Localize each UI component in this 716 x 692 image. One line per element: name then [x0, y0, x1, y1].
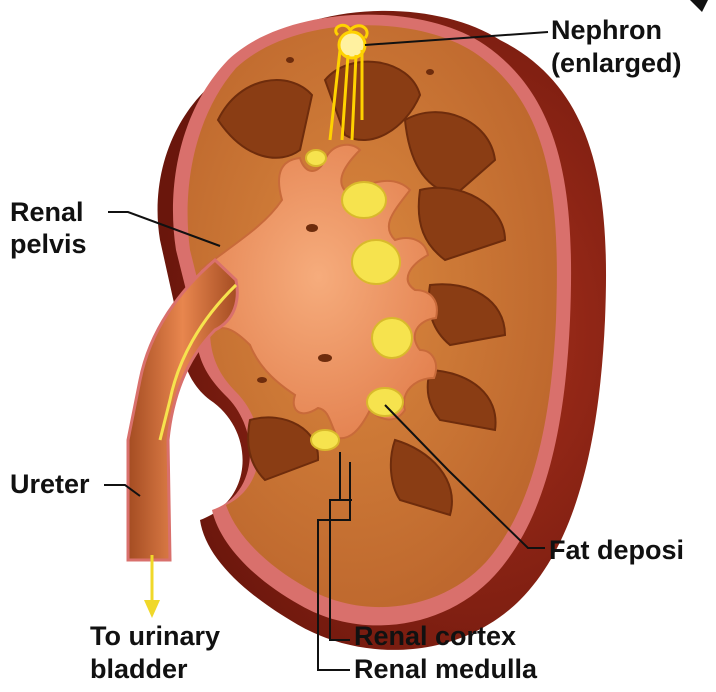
ureter-highlight	[158, 283, 238, 441]
renal-medulla-label: Renal medulla	[354, 654, 538, 684]
fat-deposits	[305, 149, 413, 451]
renal-cortex-label: Renal cortex	[354, 621, 517, 651]
bladder-arrow	[144, 555, 160, 618]
renal-pelvis-label-2: pelvis	[10, 229, 87, 259]
bladder-label-2: bladder	[90, 654, 188, 684]
nephron-sub-label: (enlarged)	[551, 48, 682, 78]
bladder-label-1: To urinary	[90, 621, 221, 651]
vessel-marks	[257, 57, 434, 383]
fat-deposit-label: Fat deposi	[549, 535, 685, 565]
renal-pyramids	[216, 60, 507, 517]
ureter-label: Ureter	[10, 469, 90, 499]
nephron-label: Nephron	[551, 15, 662, 45]
renal-pelvis-label-1: Renal	[10, 197, 84, 227]
leader-lines	[104, 31, 549, 671]
nephron-structure	[328, 23, 369, 141]
ureter-tube	[126, 257, 239, 562]
title-fragment	[690, 0, 708, 12]
